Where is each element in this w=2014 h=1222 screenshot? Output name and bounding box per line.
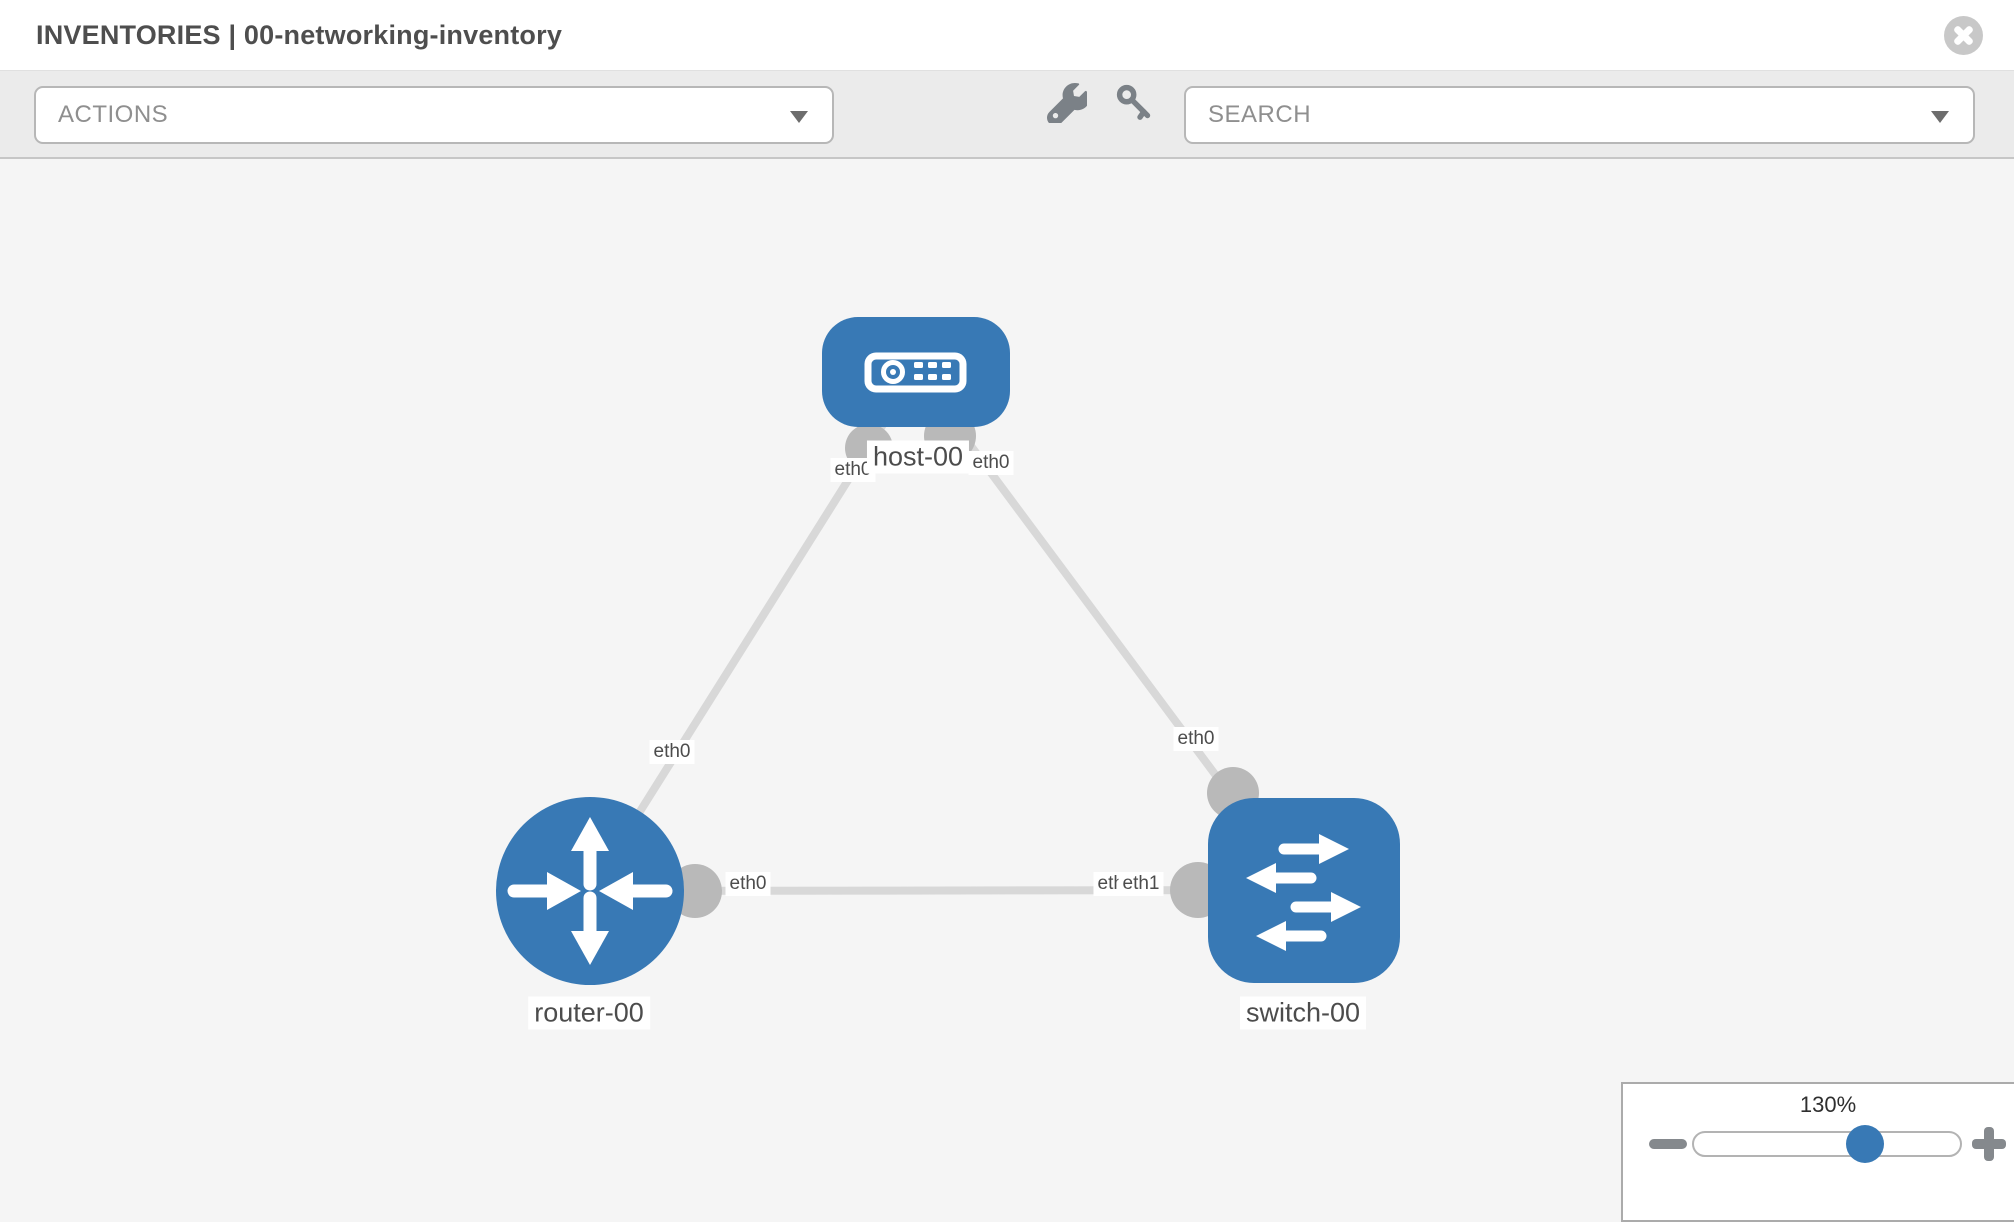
actions-dropdown-label: ACTIONS (58, 101, 169, 128)
chevron-down-icon (1931, 111, 1949, 123)
page-title: INVENTORIES | 00-networking-inventory (36, 20, 563, 50)
key-icon[interactable] (1115, 83, 1155, 123)
zoom-in-button[interactable] (1970, 1125, 2008, 1163)
search-dropdown-label: SEARCH (1208, 101, 1312, 128)
close-button[interactable] (1944, 16, 1983, 55)
toolbar: ACTIONS SEARCH (0, 70, 2014, 159)
interface-connectors (668, 410, 1259, 918)
wrench-icon[interactable] (1047, 83, 1087, 123)
zoom-out-button[interactable] (1649, 1139, 1687, 1149)
host-icon (864, 352, 967, 393)
node-router[interactable] (496, 797, 684, 985)
node-label-router: router-00 (528, 996, 650, 1030)
search-dropdown[interactable]: SEARCH (1184, 86, 1975, 144)
port-label-host-switch-host-side: eth0 (968, 451, 1014, 475)
node-switch[interactable] (1208, 798, 1400, 983)
port-label-router-switch-switch-side-front: eth1 (1118, 872, 1164, 896)
port-label-host-router-router-side: eth0 (649, 740, 695, 764)
port-label-host-switch-switch-side: eth0 (1173, 727, 1219, 751)
switch-icon (1246, 834, 1361, 951)
zoom-slider-thumb[interactable] (1846, 1125, 1884, 1163)
zoom-slider-track[interactable] (1692, 1131, 1962, 1157)
chevron-down-icon (790, 111, 808, 123)
node-label-host: host-00 (866, 440, 970, 474)
node-host[interactable] (822, 317, 1010, 427)
zoom-panel: 130% (1621, 1082, 2014, 1222)
zoom-value: 130% (1799, 1092, 1857, 1117)
router-icon (507, 817, 673, 965)
header: INVENTORIES | 00-networking-inventory (0, 0, 2014, 70)
actions-dropdown[interactable]: ACTIONS (34, 86, 834, 144)
port-label-router-switch-router-side: eth0 (725, 872, 771, 896)
node-label-switch: switch-00 (1239, 996, 1367, 1030)
